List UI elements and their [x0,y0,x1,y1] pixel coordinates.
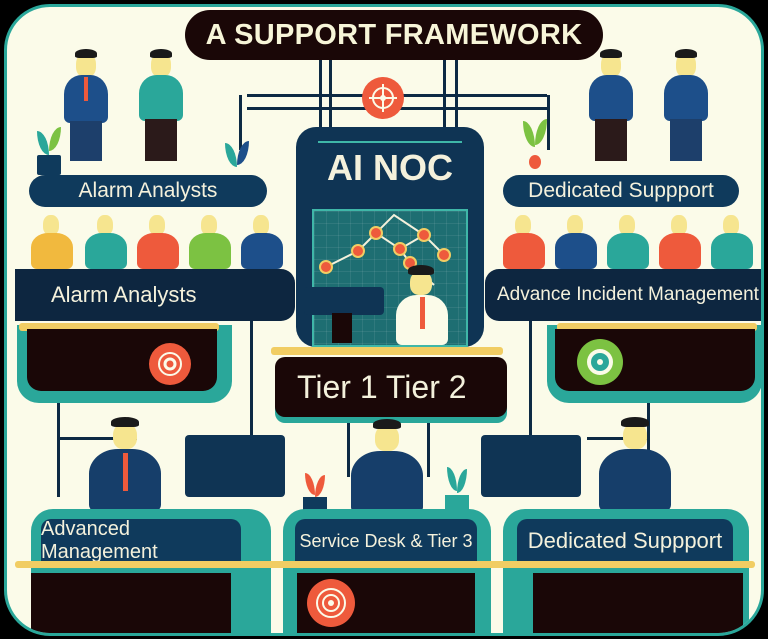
monitor-icon [304,287,384,315]
agent-advanced-management [85,417,165,512]
desk-label-advanced-management: Advanced Management [41,518,241,563]
tier-label: Tier 1 Tier 2 [275,357,507,417]
connector-line [587,437,649,440]
seated-analyst [137,49,187,174]
dedicated-support-label: Dedicated Suppport [503,175,739,207]
monitor-icon [185,435,285,497]
connector-line [239,95,242,150]
plant-icon [35,127,63,177]
desk-counter-top [15,561,755,568]
connector-line [57,437,137,440]
desk-panel [533,573,743,633]
connector-line [529,317,532,447]
connector-line [547,95,550,150]
desk-label-service-desk: Service Desk & Tier 3 [295,519,477,563]
seated-supporter [662,49,712,174]
desk-panel [31,573,231,633]
agent-service-desk [347,419,427,514]
team-row-left [29,213,291,269]
right-desk-top [557,323,757,331]
ai-noc-heading: AI NOC [327,147,453,188]
connector-line [319,57,322,127]
plant-icon [521,115,549,175]
gear-icon [149,343,191,385]
seated-supporter [587,49,637,174]
connector-line [427,417,430,477]
seated-manager [62,49,112,174]
page-title: A SUPPORT FRAMEWORK [185,10,603,60]
connector-line [647,397,650,497]
gear-icon [577,339,623,385]
target-icon [362,77,404,119]
connector-line [455,57,458,127]
plant-icon [223,137,251,173]
left-desk-top [19,323,219,331]
tier-desk-top [271,347,503,355]
plant-icon [443,467,471,515]
advance-incident-management-band: Advance Incident Management [485,269,761,321]
alarm-analysts-label: Alarm Analysts [29,175,267,207]
connector-line [329,57,332,127]
connector-line [443,57,446,127]
framework-frame: A SUPPORT FRAMEWORK [4,4,764,636]
monitor-icon [481,435,581,497]
team-row-right [501,213,761,269]
desk-label-dedicated-support: Dedicated Suppport [517,519,733,563]
noc-operator [392,265,456,347]
agent-dedicated-support [595,417,675,512]
connector-line [347,417,350,477]
alarm-analysts-band: Alarm Analysts [15,269,295,321]
connector-line [250,317,253,447]
connector-line [57,397,60,497]
ai-noc-panel: AI NOC [296,127,484,347]
gear-icon [307,579,355,627]
